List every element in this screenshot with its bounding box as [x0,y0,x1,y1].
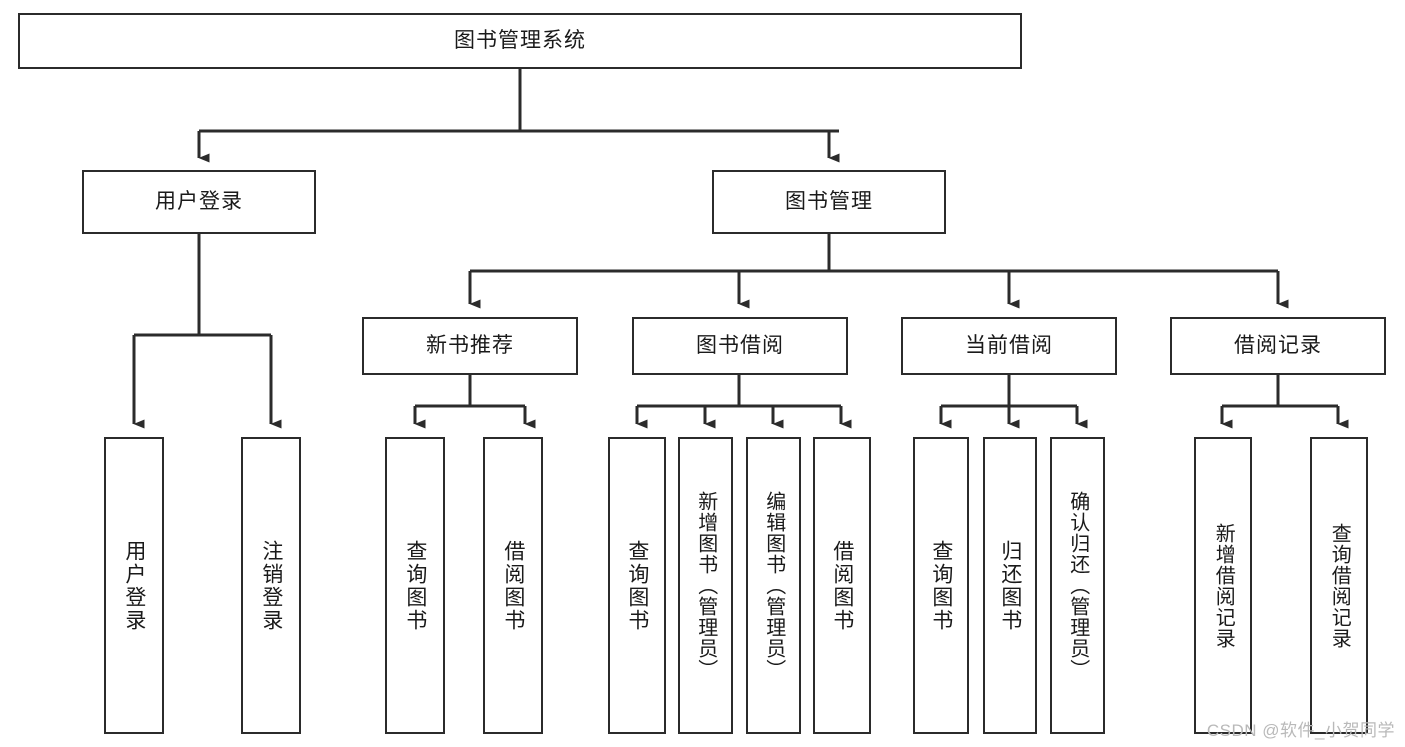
node-borrow-record[interactable]: 借阅记录 [1170,317,1386,375]
node-new-book-recommend[interactable]: 新书推荐 [362,317,578,375]
node-leaf-query-book-3[interactable]: 查询图书 [913,437,969,734]
node-current-borrow[interactable]: 当前借阅 [901,317,1117,375]
node-leaf-query-record[interactable]: 查询借阅记录 [1310,437,1368,734]
node-leaf-query-book-2[interactable]: 查询图书 [608,437,666,734]
node-leaf-add-record[interactable]: 新增借阅记录 [1194,437,1252,734]
node-root[interactable]: 图书管理系统 [18,13,1022,69]
node-book-management[interactable]: 图书管理 [712,170,946,234]
node-leaf-confirm-return[interactable]: 确认归还（管理员） [1050,437,1105,734]
node-leaf-borrow-book-1[interactable]: 借阅图书 [483,437,543,734]
node-leaf-return-book[interactable]: 归还图书 [983,437,1037,734]
node-leaf-user-login[interactable]: 用户登录 [104,437,164,734]
node-user-login[interactable]: 用户登录 [82,170,316,234]
node-leaf-borrow-book-2[interactable]: 借阅图书 [813,437,871,734]
node-leaf-logout-login[interactable]: 注销登录 [241,437,301,734]
node-book-borrow[interactable]: 图书借阅 [632,317,848,375]
node-leaf-query-book-1[interactable]: 查询图书 [385,437,445,734]
node-leaf-edit-book[interactable]: 编辑图书（管理员） [746,437,801,734]
node-leaf-add-book[interactable]: 新增图书（管理员） [678,437,733,734]
